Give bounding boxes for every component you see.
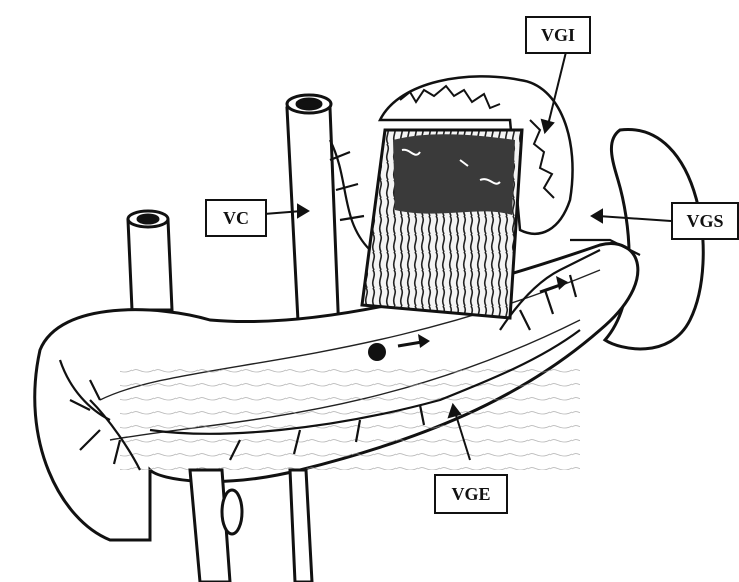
label-vge: VGE [434, 474, 508, 514]
duodenum [190, 470, 312, 582]
left-tube [128, 211, 172, 310]
marker-dot [368, 343, 386, 361]
label-vgi: VGI [525, 16, 591, 54]
label-vc: VC [205, 199, 267, 237]
mucosa-window [362, 130, 522, 318]
label-vgs: VGS [671, 202, 739, 240]
